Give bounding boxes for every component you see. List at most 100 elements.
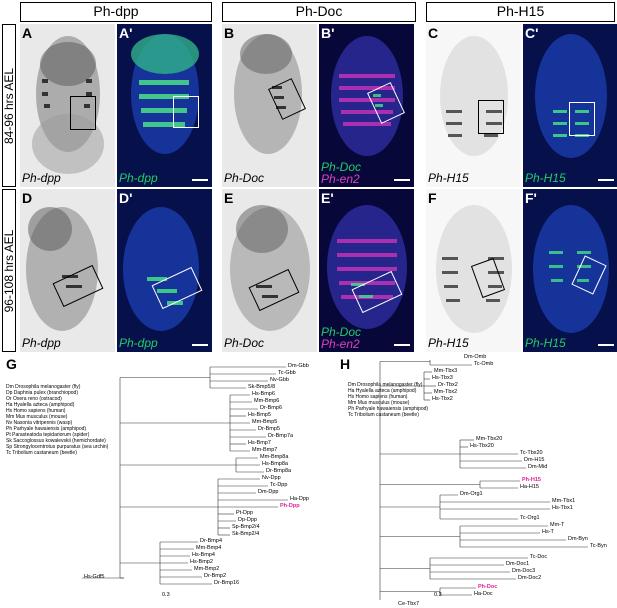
tree-leaf: Mm-Bmp8a — [260, 454, 289, 460]
embryo-image — [436, 205, 512, 333]
tree-h-diagram — [379, 360, 588, 600]
scale-bar — [598, 179, 614, 181]
legend-entry: Nv Nasonia vitripennis (wasp) — [6, 420, 73, 426]
gene-label: Ph-dpp — [22, 336, 61, 350]
tree-leaf: Hs-T — [542, 529, 554, 535]
gene-label: Ph-dpp — [22, 171, 61, 185]
scale-bar — [192, 179, 208, 181]
panel-label: E — [224, 190, 234, 206]
panel-c-prime: C' Ph-H15 — [523, 24, 617, 187]
tree-leaf: Dm-Org1 — [460, 491, 483, 497]
panel-e: E Ph-Doc — [222, 189, 317, 352]
tree-leaf: Mm-Tbx20 — [476, 436, 503, 442]
tree-leaf: Hs-Bmp7 — [248, 440, 271, 446]
panel-label: C' — [525, 25, 539, 41]
inset-box — [70, 96, 96, 130]
tree-leaf: Dr-Bmp4 — [200, 538, 223, 544]
tree-leaf: Tc-Org1 — [520, 515, 540, 521]
tree-leaf: Ph-Dpp — [280, 503, 300, 509]
legend-entry: Dm Drosophila melanogaster (fly) — [6, 384, 81, 390]
tree-leaf: Sk-Bmp2/4 — [232, 531, 260, 537]
tree-leaf: Ha-Doc — [474, 591, 493, 597]
tree-leaf: Hs-Tbx3 — [432, 375, 453, 381]
tree-leaf: Dr-Tbx2 — [438, 382, 458, 388]
legend-entry: Ha Hyalella azteca (amphipod) — [6, 402, 75, 408]
tree-leaf: Ha-H15 — [520, 484, 539, 490]
tree-leaf: Dr-Bmp5 — [258, 426, 281, 432]
embryo-image — [230, 205, 310, 331]
legend-entry: Tc Tribolium castaneum (beetle) — [6, 450, 77, 456]
panel-label: C — [428, 25, 439, 41]
tree-leaf: Dr-Bmp16 — [214, 580, 240, 586]
tree-g-label: G — [6, 356, 17, 372]
inset-box — [173, 96, 199, 128]
legend-entry: Mm Mus musculus (mouse) — [348, 400, 410, 406]
tree-leaf: Dr-Bmp2 — [204, 573, 227, 579]
legend-entry: Tc Tribolium castaneum (beetle) — [348, 412, 419, 418]
inset-box — [569, 102, 595, 136]
tree-leaf: Mm-Bmp7 — [252, 447, 278, 453]
gene-label: Ph-dpp — [119, 171, 158, 185]
legend-entry: Ph Parhyale hawaiensis (amphipod) — [6, 426, 87, 432]
panel-label: B' — [321, 25, 335, 41]
tree-leaf: Dr-Bmp8a — [266, 468, 292, 474]
tree-g-legend: Dm Drosophila melanogaster (fly)Dp Daphn… — [6, 384, 141, 456]
embryo-image — [26, 207, 98, 331]
tree-h-legend: Dm Drosophila melanogaster (fly)Ha Hyale… — [348, 382, 458, 418]
gene-label: Ph-dpp — [119, 336, 158, 350]
embryo-image — [234, 34, 302, 154]
tree-leaf: Hs-Bmp5 — [248, 412, 271, 418]
legend-entry: Or Oxera reno (ostracod) — [6, 396, 62, 402]
legend-entry: Pt Parasteatoda tepidariorum (spider) — [6, 432, 90, 438]
row-label-84-96: 84-96 hrs AEL — [2, 24, 16, 187]
tree-leaf: Sp-Bmp2/4 — [232, 524, 260, 530]
row-label-text: 96-108 hrs AEL — [2, 229, 16, 312]
tree-leaf: Dm-Dpp — [258, 489, 279, 495]
tree-leaf: Hs-Bmp6 — [252, 391, 275, 397]
tree-leaf: Tc-Omb — [474, 361, 494, 367]
column-header-dpp: Ph-dpp — [20, 2, 212, 22]
embryo-image — [533, 205, 609, 333]
panel-a: A Ph-dpp — [20, 24, 115, 187]
tree-g-scale: 0.3 — [162, 592, 170, 598]
tree-leaf: Mm-Tbx2 — [434, 389, 458, 395]
panel-label: D' — [119, 190, 133, 206]
legend-entry: Ha Hyalella azteca (amphipod) — [348, 388, 417, 394]
panel-d: D Ph-dpp — [20, 189, 115, 352]
tree-leaf: Hs-Bmp8a — [262, 461, 288, 467]
column-header-doc: Ph-Doc — [222, 2, 416, 22]
legend-entry: Hs Homo sapiens (human) — [6, 408, 66, 414]
panel-label: E' — [321, 190, 334, 206]
tree-leaf: Ph-H15 — [522, 477, 541, 483]
scale-bar — [598, 344, 614, 346]
tree-leaf: Tc-Gbb — [278, 370, 296, 376]
panel-label: F' — [525, 190, 537, 206]
tree-leaf: Dm-Mid — [528, 464, 548, 470]
legend-entry: Sk Saccoglossus kowalevskii (hemichordat… — [6, 438, 106, 444]
panel-label: F — [428, 190, 437, 206]
tree-leaf: Mm-Bmp5 — [252, 419, 278, 425]
gene-label: Ph-Doc — [224, 336, 265, 350]
tree-leaf: Hs-Bmp2 — [190, 559, 213, 565]
tree-leaf: Ce-Tbx7 — [398, 601, 420, 607]
tree-leaf: Nv-Gbb — [270, 377, 289, 383]
tree-leaf: Mm-Bmp4 — [196, 545, 222, 551]
panel-f-prime: F' Ph-H15 — [523, 189, 617, 352]
legend-entry: Dm Drosophila melanogaster (fly) — [348, 382, 423, 388]
gene-label: Ph-H15 — [428, 171, 469, 185]
tree-leaf: Dm-Doc2 — [518, 575, 542, 581]
tree-leaf: Mm-Bmp2 — [194, 566, 220, 572]
tree-leaf: Tc-Tbx20 — [520, 450, 543, 456]
panel-a-prime: A' Ph-dpp — [117, 24, 212, 187]
embryo-image — [131, 34, 199, 154]
tree-leaf: Hs-Tbx2 — [432, 396, 453, 402]
legend-entry: Ph Parhyale hawaiensis (amphipod) — [348, 406, 429, 412]
tree-leaf: Mm-Tbx1 — [552, 498, 576, 504]
row-label-96-108: 96-108 hrs AEL — [2, 189, 16, 352]
tree-leaf: Dm-Omb — [464, 354, 487, 360]
column-header-h15: Ph-H15 — [426, 2, 615, 22]
tree-leaf: Tc-Doc — [530, 554, 548, 560]
